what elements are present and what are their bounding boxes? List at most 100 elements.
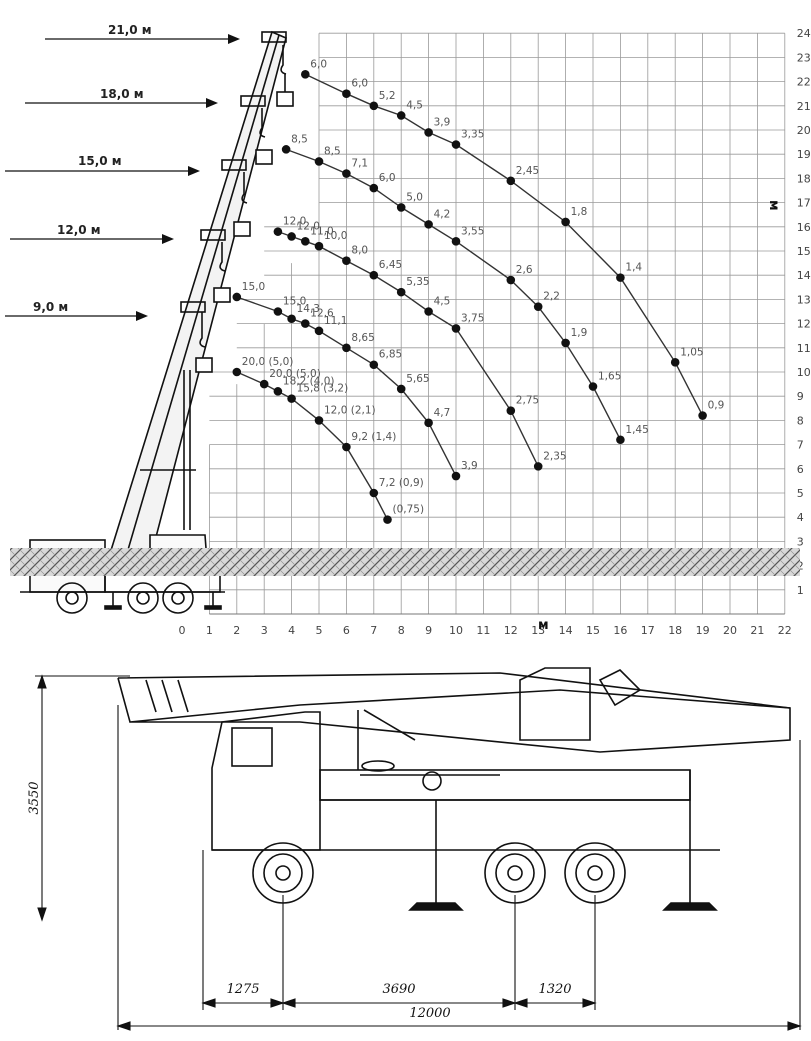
- load-point-label: 15,0: [242, 281, 265, 293]
- load-point: [369, 488, 379, 498]
- load-point-label: 6,0: [310, 58, 327, 70]
- load-point: [533, 462, 543, 471]
- load-point: [424, 128, 433, 137]
- y-tick-label: 17: [797, 197, 811, 210]
- load-point: [424, 418, 433, 428]
- load-point-label: 1,4: [625, 262, 642, 274]
- load-point: [396, 111, 406, 120]
- load-point-label: 15,0: [283, 296, 306, 308]
- dimension-lines: [35, 674, 802, 1031]
- load-point-label: 9,2 (1,4): [351, 431, 396, 443]
- x-tick-label: 6: [343, 624, 350, 637]
- load-point-label: 6,45: [379, 259, 402, 271]
- load-point: [342, 343, 351, 353]
- x-tick-label: 19: [696, 624, 710, 637]
- truck-drawing: [117, 667, 791, 911]
- load-point: [342, 256, 351, 265]
- x-tick-label: 15: [586, 624, 600, 637]
- y-tick-label: 23: [797, 51, 811, 64]
- load-point-label: 11,1: [324, 315, 347, 327]
- x-tick-label: 4: [288, 624, 295, 637]
- x-tick-label: 3: [261, 624, 268, 637]
- load-point-label: 6,0: [379, 172, 396, 184]
- boom-label-18: 18,0 м: [100, 87, 144, 101]
- load-point: [616, 273, 625, 282]
- load-point: [273, 307, 283, 316]
- y-tick-label: 3: [797, 535, 804, 548]
- chart-grid: [208, 32, 786, 615]
- y-tick-label: 20: [797, 124, 811, 137]
- load-point: [451, 140, 461, 149]
- load-point: [424, 307, 433, 316]
- boom-label-9: 9,0 м: [33, 300, 68, 314]
- y-tick-label: 22: [797, 76, 811, 89]
- load-curve-3: [236, 296, 457, 477]
- boom-arrow-18: 18,0 м: [25, 87, 218, 108]
- y-tick-label: 1: [797, 584, 804, 597]
- x-tick-label: 17: [641, 624, 655, 637]
- x-tick-label: 2: [233, 624, 240, 637]
- load-point-label: 2,6: [516, 264, 533, 276]
- load-point: [273, 387, 283, 396]
- ground-hatching: [10, 548, 800, 576]
- boom-label-21: 21,0 м: [108, 23, 152, 37]
- x-tick-label: 22: [778, 624, 792, 637]
- y-tick-label: 11: [797, 342, 811, 355]
- load-point: [616, 435, 625, 445]
- load-point: [287, 232, 296, 241]
- load-point: [383, 515, 392, 524]
- y-tick-label: 16: [797, 221, 811, 234]
- load-point-label: 8,5: [291, 133, 308, 145]
- y-tick-label: 10: [797, 366, 811, 379]
- boom-label-12: 12,0 м: [57, 223, 101, 237]
- load-point: [342, 89, 351, 98]
- y-tick-label: 2: [797, 560, 804, 573]
- x-tick-label: 9: [425, 624, 432, 637]
- load-point: [396, 203, 406, 212]
- boom-label-15: 15,0 м: [78, 154, 122, 168]
- x-tick-label: 8: [398, 624, 405, 637]
- load-point-label: 7,1: [351, 158, 368, 170]
- y-tick-label: 7: [797, 439, 804, 452]
- load-point-label: 4,5: [434, 296, 451, 308]
- dim-front-overhang: 1275: [226, 982, 259, 997]
- load-point-label: 0,9: [708, 400, 725, 412]
- load-point-label: 1,45: [625, 424, 648, 436]
- load-curve-2: [277, 230, 539, 467]
- load-point: [561, 217, 570, 227]
- load-point-label: 2,2: [543, 291, 560, 303]
- load-point: [232, 292, 242, 302]
- x-tick-label: 12: [504, 624, 518, 637]
- x-tick-label: 0: [179, 624, 186, 637]
- load-point-label: 3,35: [461, 129, 484, 141]
- load-point: [314, 326, 324, 336]
- load-point: [259, 379, 269, 389]
- y-tick-label: 13: [797, 293, 811, 306]
- crane-illustration: [20, 30, 294, 614]
- load-point-label: 4,5: [406, 99, 423, 111]
- load-point-label: 14,3: [297, 303, 320, 315]
- load-point-label: 10,0: [324, 230, 347, 242]
- x-tick-label: 20: [723, 624, 737, 637]
- load-point: [451, 471, 461, 481]
- load-point: [670, 358, 680, 367]
- load-point-label: 8,5: [324, 145, 341, 157]
- load-point: [314, 416, 324, 425]
- load-curves: 6,06,05,24,53,93,352,451,81,41,050,98,58…: [232, 58, 725, 524]
- load-point-label: 12,0: [283, 216, 306, 228]
- load-point-label: 8,65: [351, 332, 374, 344]
- y-tick-label: 6: [797, 463, 804, 476]
- load-point: [588, 382, 598, 391]
- load-point: [369, 270, 379, 280]
- load-point: [533, 302, 543, 311]
- x-tick-label: 14: [559, 624, 573, 637]
- load-point-label: 1,65: [598, 371, 621, 383]
- x-tick-label: 11: [476, 624, 490, 637]
- load-point: [273, 227, 283, 236]
- load-point-label: 5,0: [406, 191, 423, 203]
- load-point-label: 3,9: [461, 460, 478, 472]
- load-point: [342, 169, 351, 178]
- x-tick-label: 13: [531, 624, 545, 637]
